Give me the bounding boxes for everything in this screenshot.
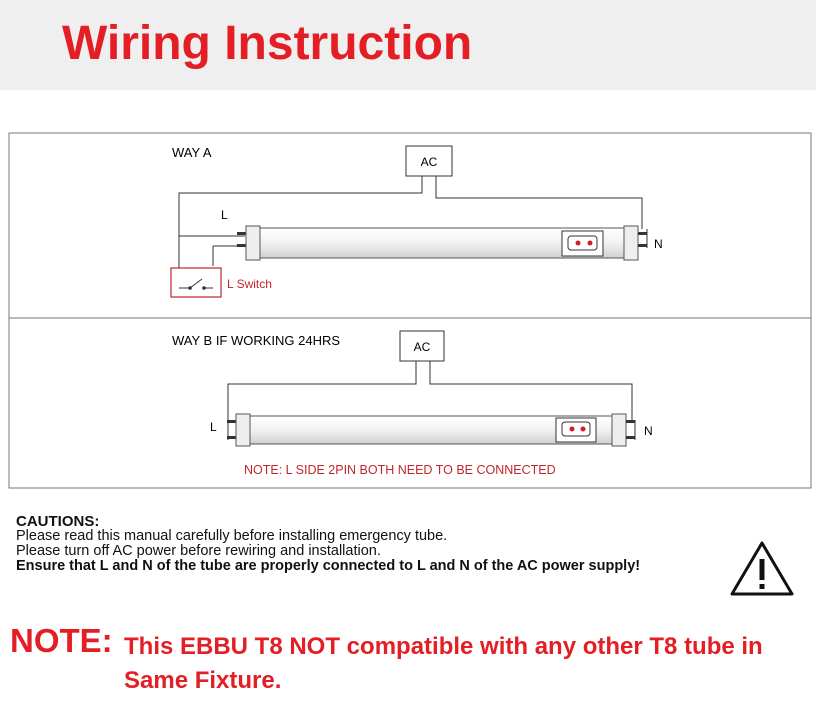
way-a-ac-box: [405, 145, 453, 177]
caution-line-3: Ensure that L and N of the tube are prop…: [16, 558, 641, 574]
note-label: NOTE:: [10, 622, 113, 659]
way-a-tube: [237, 225, 647, 261]
way-a-ac-label: AC: [421, 155, 438, 169]
way-b-n-label: N: [644, 424, 653, 438]
way-a-l-label: L: [221, 208, 228, 222]
way-a-switch-box: [170, 267, 222, 298]
way-b-wires: [227, 361, 633, 420]
way-b-ac-box: [399, 330, 445, 362]
way-a-switch-label: L Switch: [227, 277, 272, 291]
warning-icon: [730, 541, 794, 596]
way-a-wires: [178, 176, 643, 268]
way-b-ac-label: AC: [414, 340, 431, 354]
way-b-tube: [227, 413, 635, 447]
way-a-label: WAY A: [172, 145, 212, 160]
header-banner: Wiring Instruction: [0, 0, 816, 90]
cautions-heading: CAUTIONS:: [16, 513, 100, 530]
note-text: This EBBU T8 NOT compatible with any oth…: [124, 633, 763, 694]
caution-line-1: Please read this manual carefully before…: [16, 528, 448, 544]
caution-line-2: Please turn off AC power before rewiring…: [16, 543, 381, 559]
way-b-l-label: L: [210, 420, 217, 434]
way-a-switch-icon: [179, 278, 213, 290]
wiring-diagram: WAY A AC L L Switch N WAY B IF WORKING 2…: [8, 132, 812, 489]
way-b-label: WAY B IF WORKING 24HRS: [172, 333, 340, 348]
cautions-block: CAUTIONS: Please read this manual carefu…: [16, 514, 816, 574]
page-title: Wiring Instruction: [62, 17, 473, 70]
way-a-n-label: N: [654, 237, 663, 251]
way-b-note: NOTE: L SIDE 2PIN BOTH NEED TO BE CONNEC…: [244, 463, 556, 477]
